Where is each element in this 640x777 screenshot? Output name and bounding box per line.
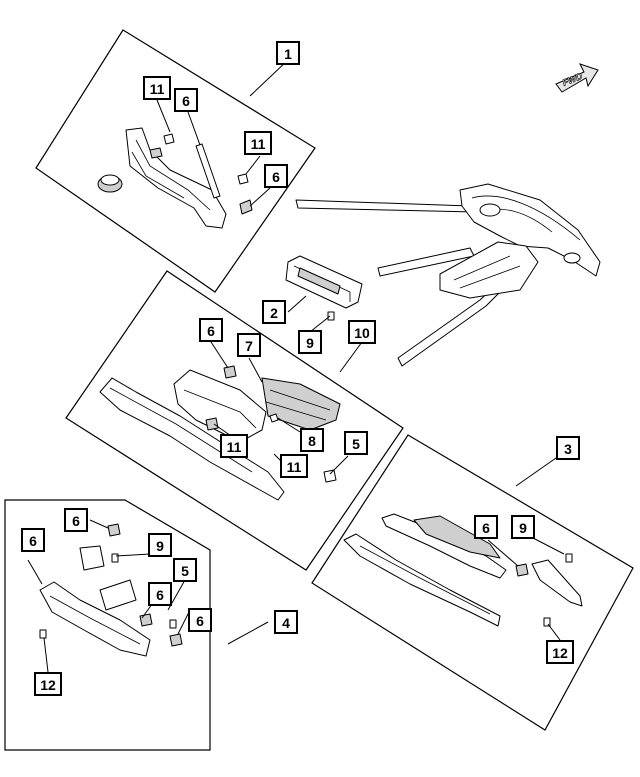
callout-c1: 1 [276, 41, 300, 65]
callout-label: 6 [482, 520, 490, 536]
callout-c6c: 6 [199, 318, 223, 342]
callout-c4: 4 [274, 610, 298, 634]
fwd-indicator: FWD [555, 63, 599, 93]
leader-lines [27, 59, 565, 673]
callout-label: 3 [564, 441, 572, 457]
callout-c6b: 6 [264, 164, 288, 188]
callout-box [276, 41, 300, 65]
callout-c6h: 6 [188, 608, 212, 632]
panel-10-outline [65, 270, 404, 571]
callout-c8: 8 [300, 428, 324, 452]
callout-c6a: 6 [174, 88, 198, 112]
callout-label: 9 [306, 335, 314, 351]
callout-box [148, 533, 172, 557]
callout-label: 11 [287, 459, 302, 475]
callout-box [244, 131, 272, 155]
callout-c5a: 5 [344, 431, 368, 455]
callout-box [173, 558, 197, 582]
callout-label: 6 [156, 587, 164, 603]
callout-c9b: 9 [511, 515, 535, 539]
callout-c9c: 9 [148, 533, 172, 557]
callout-c10: 10 [348, 320, 376, 344]
callout-c7: 7 [237, 333, 261, 357]
callout-label: 11 [150, 81, 165, 97]
callout-label: 7 [245, 338, 253, 354]
callout-box [148, 582, 172, 606]
callout-label: 6 [207, 323, 215, 339]
callout-label: 5 [181, 563, 189, 579]
callout-label: 12 [40, 677, 56, 693]
panel-10-parts [99, 365, 341, 501]
callout-c6e: 6 [21, 528, 45, 552]
callout-c9a: 9 [298, 330, 322, 354]
callout-label: 11 [227, 439, 242, 455]
callout-label: 2 [270, 305, 278, 321]
callout-box [474, 515, 498, 539]
panel-1-outline [35, 29, 316, 293]
callout-box [556, 436, 580, 460]
callout-c6f: 6 [64, 508, 88, 532]
callout-box [280, 454, 308, 478]
callout-label: 12 [552, 645, 568, 661]
callout-box [220, 434, 248, 458]
callout-label: 11 [251, 136, 266, 152]
callout-label: 6 [29, 533, 37, 549]
callout-box [344, 431, 368, 455]
callout-box [298, 330, 322, 354]
callout-c11c: 11 [220, 434, 248, 458]
callout-box [264, 164, 288, 188]
callout-box [34, 672, 62, 696]
callout-label: 10 [354, 325, 370, 341]
panel-1-parts [97, 127, 253, 229]
callout-c12a: 12 [546, 640, 574, 664]
callout-box [274, 610, 298, 634]
callout-label: 5 [352, 436, 360, 452]
callout-box [188, 608, 212, 632]
callout-box [348, 320, 376, 344]
panel-3-parts [343, 513, 583, 627]
callout-label: 6 [272, 169, 280, 185]
callout-label: 8 [308, 433, 316, 449]
panel-3-outline [311, 434, 634, 731]
callout-box [64, 508, 88, 532]
callout-label: 6 [72, 513, 80, 529]
forward-arrow-icon [555, 63, 599, 93]
callout-c12b: 12 [34, 672, 62, 696]
callout-c2: 2 [262, 300, 286, 324]
callout-c11d: 11 [280, 454, 308, 478]
callout-box [300, 428, 324, 452]
callout-label: 9 [156, 538, 164, 554]
dashboard-overview [295, 183, 601, 367]
panel-4-outline [4, 499, 211, 751]
callout-label: 4 [282, 615, 290, 631]
callout-box [143, 76, 171, 100]
callout-c5b: 5 [173, 558, 197, 582]
callout-box [262, 300, 286, 324]
callout-box [237, 333, 261, 357]
callout-box [21, 528, 45, 552]
callout-label: 6 [196, 613, 204, 629]
callout-c11b: 11 [244, 131, 272, 155]
callout-box [199, 318, 223, 342]
callout-label: 6 [182, 93, 190, 109]
panel-4-parts [39, 523, 183, 657]
callout-label: 9 [519, 520, 527, 536]
callout-box [511, 515, 535, 539]
callout-c3: 3 [556, 436, 580, 460]
callout-c11a: 11 [143, 76, 171, 100]
panel-2-part [285, 255, 363, 321]
callout-box [174, 88, 198, 112]
callout-c6d: 6 [474, 515, 498, 539]
callout-box [546, 640, 574, 664]
callout-c6g: 6 [148, 582, 172, 606]
callout-label: 1 [284, 46, 292, 62]
